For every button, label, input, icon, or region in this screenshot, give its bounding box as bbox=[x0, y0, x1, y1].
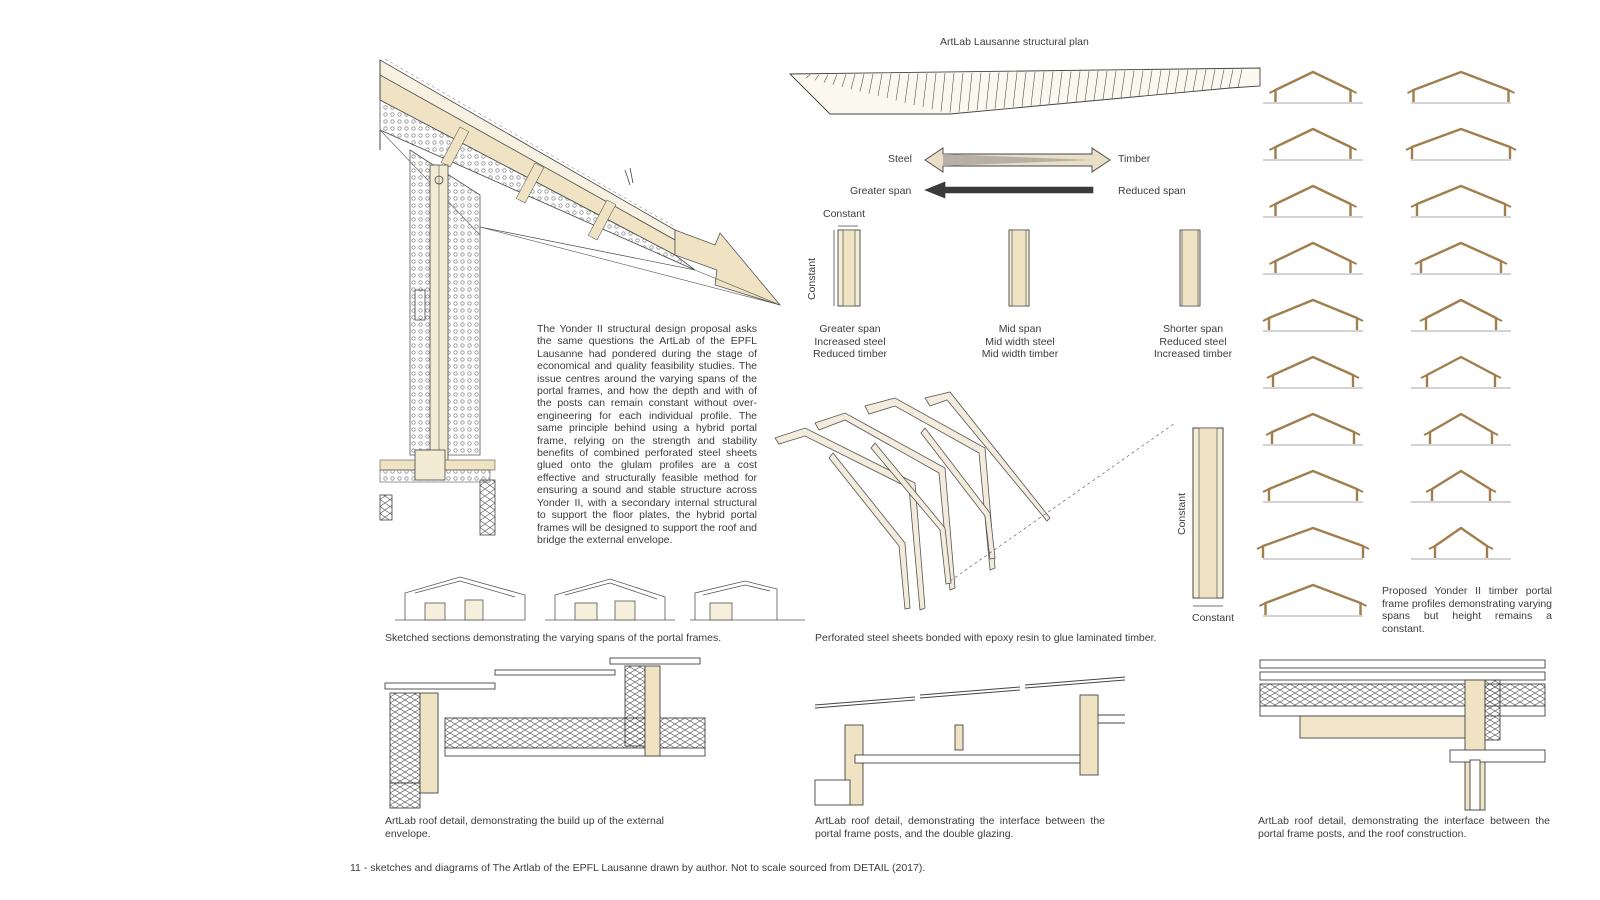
portal-frame-eave bbox=[1423, 431, 1499, 436]
portal-frame-profile bbox=[1415, 184, 1507, 216]
portal-frames-perspective-drawing bbox=[774, 391, 1176, 611]
span-label-line: Shorter span bbox=[1162, 323, 1224, 335]
timber-label: Timber bbox=[1118, 153, 1151, 165]
portal-frame-eave bbox=[1419, 317, 1503, 322]
span-arrow bbox=[924, 181, 1094, 199]
column-section-large bbox=[1192, 427, 1224, 607]
structural-plan-drawing bbox=[788, 67, 1261, 115]
portal-frame-profile bbox=[1412, 70, 1510, 102]
roof-detail-roof-construction-drawing bbox=[1259, 659, 1546, 811]
sketched-sections-caption: Sketched sections demonstrating the vary… bbox=[385, 632, 722, 644]
span-label-line: Mid span bbox=[998, 323, 1042, 335]
span-label-line: Increased timber bbox=[1153, 348, 1233, 360]
portal-frame-eave bbox=[1425, 488, 1497, 493]
portal-frame-eave bbox=[1266, 374, 1360, 379]
portal-frame-profile bbox=[1430, 469, 1492, 501]
portal-frame-profile bbox=[1419, 241, 1503, 273]
reduced-span-label: Reduced span bbox=[1118, 185, 1186, 197]
portal-frame-eave bbox=[1414, 260, 1508, 265]
column-section-shorter-span bbox=[1179, 229, 1201, 307]
portal-frame-eave bbox=[1269, 260, 1357, 265]
portal-frame-eave bbox=[1262, 317, 1364, 322]
portal-frame-eave bbox=[1265, 431, 1361, 436]
span-label-mid: Mid span Mid width steel Mid width timbe… bbox=[970, 323, 1070, 361]
portal-frame-eave bbox=[1269, 89, 1357, 94]
proposed-profiles-caption: Proposed Yonder II timber portal frame p… bbox=[1382, 585, 1552, 635]
portal-frame-eave bbox=[1256, 545, 1370, 550]
span-label-line: Mid width steel bbox=[985, 335, 1055, 348]
portal-frame-eave bbox=[1259, 602, 1367, 607]
structural-description-text: The Yonder II structural design proposal… bbox=[537, 323, 757, 546]
span-label-line: Greater span bbox=[819, 323, 881, 335]
sketched-sections-drawing bbox=[395, 576, 805, 621]
portal-frame-profile bbox=[1428, 412, 1494, 444]
column-section-greater-span bbox=[833, 225, 861, 307]
portal-frame-profile bbox=[1264, 583, 1362, 615]
portal-frame-eave bbox=[1262, 488, 1364, 493]
roof-detail-roof-construction-caption: ArtLab roof detail, demonstrating the in… bbox=[1258, 815, 1550, 840]
portal-frame-eave bbox=[1269, 203, 1357, 208]
span-label-greater: Greater span Increased steel Reduced tim… bbox=[800, 323, 900, 361]
portal-frame-eave bbox=[1405, 146, 1517, 151]
portal-frame-profile bbox=[1274, 184, 1352, 216]
column-section-mid-span bbox=[1008, 229, 1030, 307]
portal-frame-profile bbox=[1274, 70, 1352, 102]
structural-plan-title: ArtLab Lausanne structural plan bbox=[940, 36, 1089, 48]
portal-frame-profile bbox=[1425, 355, 1497, 387]
roof-detail-glazing-caption: ArtLab roof detail, demonstrating the in… bbox=[815, 815, 1105, 840]
roof-detail-glazing-drawing bbox=[814, 676, 1126, 806]
portal-frame-profile bbox=[1410, 127, 1512, 159]
portal-frame-profile bbox=[1267, 469, 1359, 501]
portal-frame-eave bbox=[1410, 203, 1512, 208]
portal-frame-eave bbox=[1420, 374, 1502, 379]
constant-height-label: Constant bbox=[806, 257, 818, 300]
constant-width-label: Constant bbox=[823, 208, 866, 220]
portal-frame-profile bbox=[1424, 298, 1498, 330]
portal-frame-profile bbox=[1261, 526, 1365, 558]
perforated-steel-caption: Perforated steel sheets bonded with epox… bbox=[815, 632, 1157, 644]
span-label-line: Reduced steel bbox=[1159, 335, 1227, 348]
steel-timber-arrow bbox=[924, 147, 1111, 173]
portal-frame-eave bbox=[1428, 545, 1494, 550]
portal-frame-eave bbox=[1407, 89, 1515, 94]
span-label-line: Increased steel bbox=[814, 335, 886, 348]
portal-frame-profile bbox=[1433, 526, 1489, 558]
roof-eave-section-drawing bbox=[379, 58, 782, 536]
roof-detail-envelope-caption: ArtLab roof detail, demonstrating the bu… bbox=[385, 815, 665, 840]
span-label-line: Mid width timber bbox=[981, 348, 1059, 360]
portal-frame-profile bbox=[1274, 127, 1352, 159]
portal-frame-profile bbox=[1271, 355, 1355, 387]
roof-detail-envelope-drawing bbox=[384, 657, 706, 809]
portal-frame-profile bbox=[1267, 298, 1359, 330]
portal-frame-profiles-grid bbox=[1256, 70, 1517, 617]
constant-large-bottom-label: Constant bbox=[1192, 612, 1235, 624]
portal-frame-eave bbox=[1269, 146, 1357, 151]
portal-frame-profile bbox=[1274, 241, 1352, 273]
steel-label: Steel bbox=[888, 153, 912, 165]
greater-span-label: Greater span bbox=[850, 185, 912, 197]
figure-caption: 11 - sketches and diagrams of The Artlab… bbox=[350, 862, 926, 874]
portal-frame-profile bbox=[1270, 412, 1356, 444]
span-label-line: Reduced timber bbox=[812, 348, 888, 360]
span-label-shorter: Shorter span Reduced steel Increased tim… bbox=[1138, 323, 1248, 361]
